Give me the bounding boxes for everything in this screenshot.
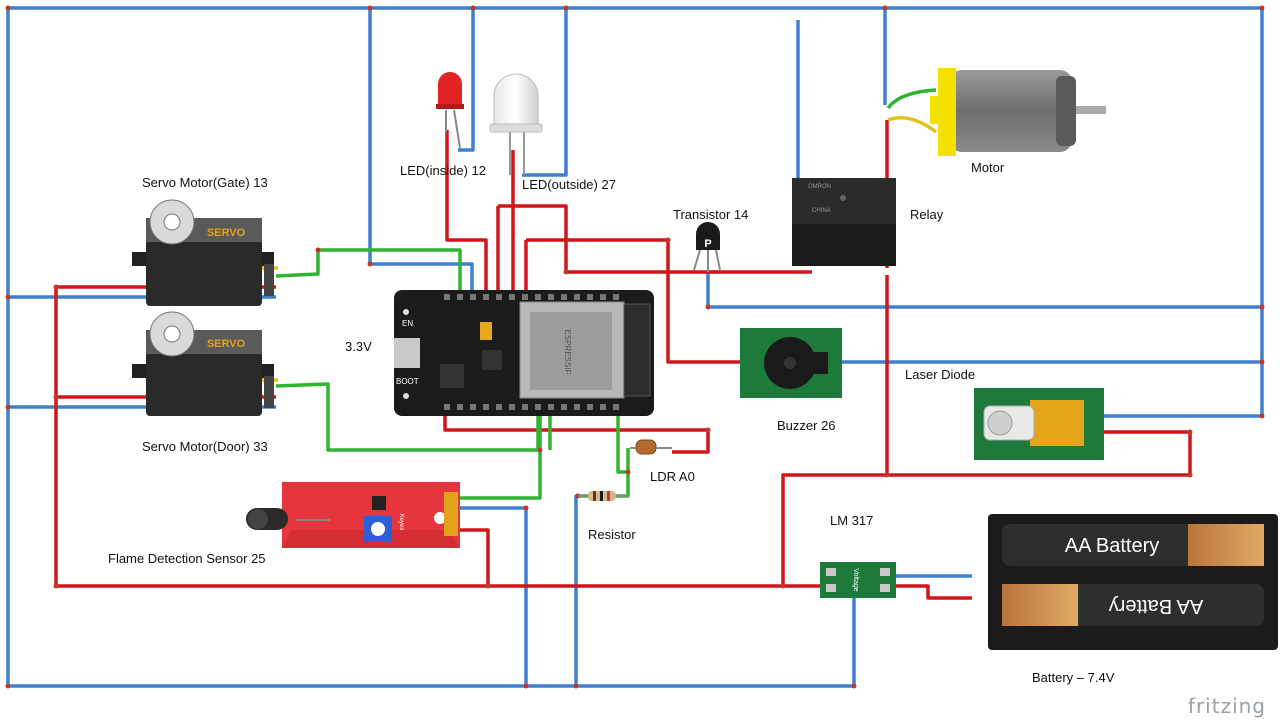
servo-gate: SERVO [132, 199, 274, 306]
lm317-regulator: Voltage [820, 562, 896, 598]
transistor-label: Transistor 14 [673, 207, 749, 222]
led-white [489, 73, 543, 175]
servo-door-label: Servo Motor(Door) 33 [142, 439, 268, 454]
relay-country-text: CHINA [812, 208, 831, 214]
battery-cell-top-text: AA Battery [1065, 535, 1160, 557]
esp32-en-text: EN [402, 319, 413, 328]
transistor-mark-text: P [704, 238, 711, 250]
resistor-label: Resistor [588, 527, 636, 542]
ldr-label: LDR A0 [650, 469, 695, 484]
servo-door: SERVO [132, 311, 274, 416]
led-red [436, 72, 464, 149]
led-inside-label: LED(inside) 12 [400, 163, 486, 178]
buzzer-label: Buzzer 26 [777, 418, 836, 433]
relay-brand-text: OMRON [808, 184, 831, 190]
fritzing-watermark: fritzing [1187, 694, 1266, 718]
esp-voltage-label: 3.3V [345, 339, 372, 354]
relay-label: Relay [910, 207, 944, 222]
battery-pack: AA Battery AA Battery [988, 514, 1278, 650]
wire-joints [5, 5, 1265, 689]
flame-board-text: Keyes [398, 514, 404, 531]
transistor: P [693, 222, 721, 272]
led-outside-label: LED(outside) 27 [522, 177, 616, 192]
battery-cell-bottom-text: AA Battery [1109, 595, 1204, 617]
buzzer [740, 328, 842, 398]
servo-gate-label: Servo Motor(Gate) 13 [142, 175, 268, 190]
servo-gate-label-text: SERVO [207, 227, 246, 239]
resistor [578, 491, 628, 501]
laser-diode [974, 388, 1104, 460]
dc-motor [930, 68, 1106, 156]
esp32-module-text: ESPRESSIF [563, 330, 572, 375]
laser-label: Laser Diode [905, 367, 976, 382]
regulator-board-text: Voltage [852, 568, 859, 591]
flame-sensor-label: Flame Detection Sensor 25 [108, 551, 266, 566]
relay: OMRON CHINA [792, 178, 896, 266]
battery-label: Battery – 7.4V [1032, 670, 1115, 685]
regulator-label: LM 317 [830, 513, 874, 528]
servo-door-label-text: SERVO [207, 338, 246, 350]
flame-sensor: Keyes [246, 482, 460, 548]
motor-label: Motor [971, 160, 1005, 175]
esp32-board: EN BOOT ESPRESSIF [394, 290, 654, 416]
esp32-boot-text: BOOT [396, 377, 419, 386]
ldr [630, 439, 672, 455]
